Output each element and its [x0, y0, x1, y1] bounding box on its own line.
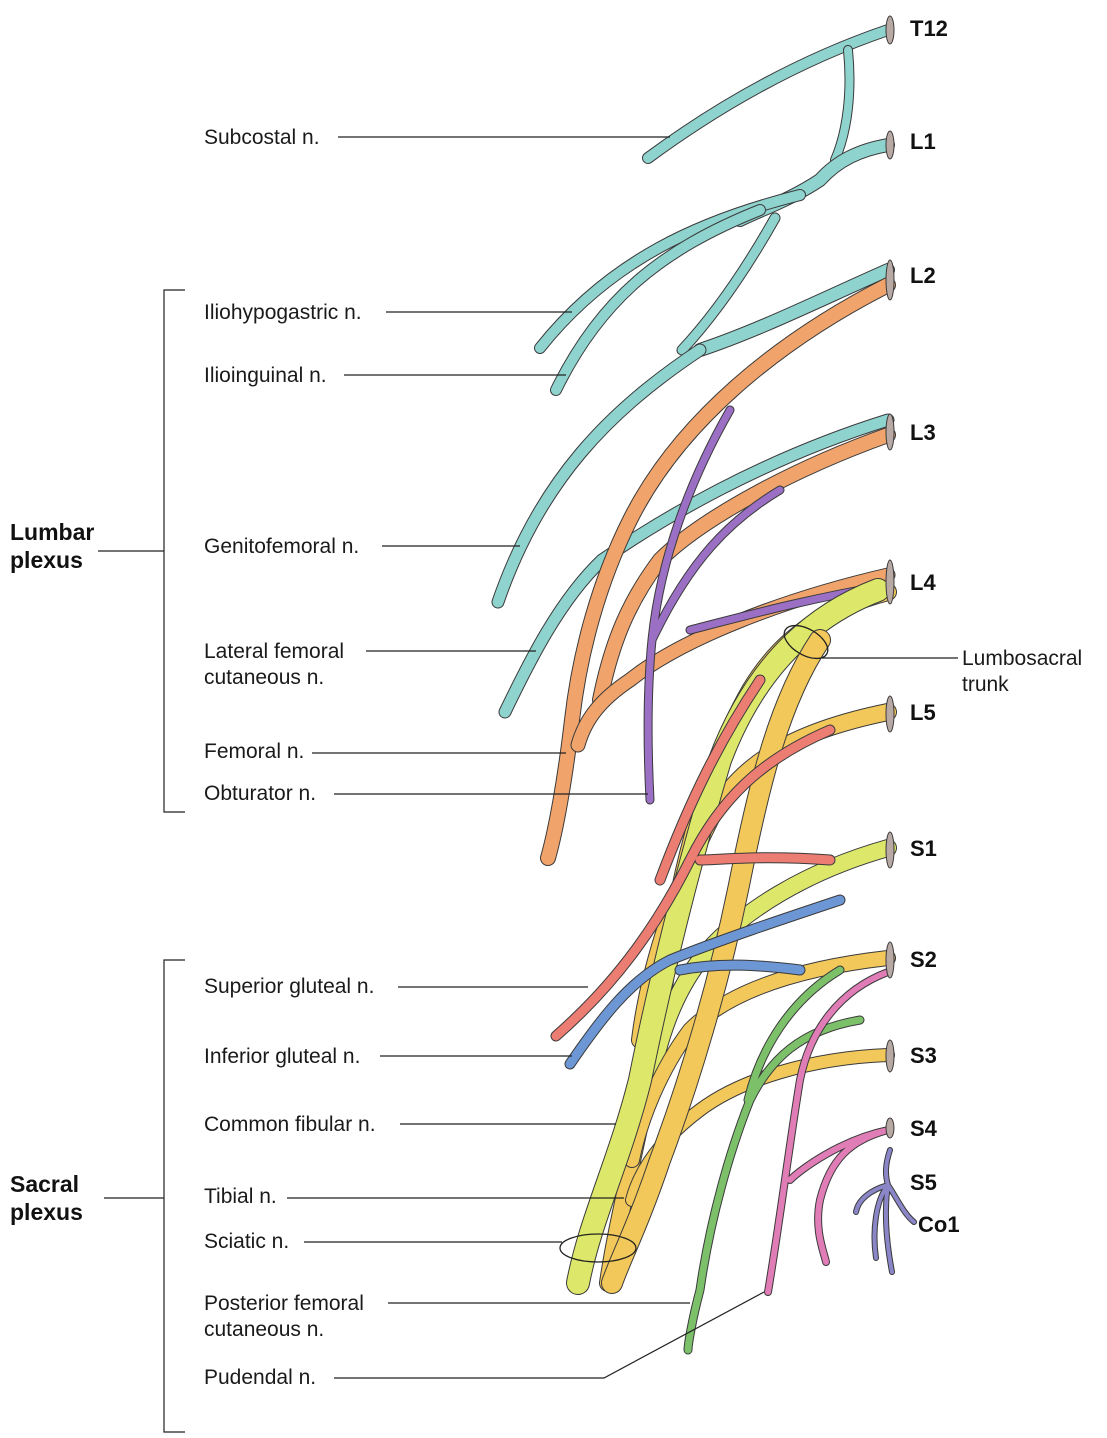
- nerve-labels: Subcostal n. Iliohypogastric n. Ilioingu…: [204, 126, 1082, 1389]
- pudendal-nerve: [765, 969, 891, 1295]
- common-fibular-label: Common fibular n.: [204, 1113, 376, 1136]
- ilioinguinal-nerve: [551, 205, 765, 395]
- superior-gluteal-label: Superior gluteal n.: [204, 975, 374, 998]
- root-s2-label: S2: [910, 947, 937, 972]
- femoral-label: Femoral n.: [204, 740, 304, 763]
- root-l5-stump: [885, 695, 895, 733]
- root-s1-stump: [885, 831, 895, 869]
- t12-l1-connector: [831, 46, 854, 164]
- root-t12-label: T12: [910, 16, 948, 41]
- l2-teal-branch: [694, 264, 894, 356]
- lumbosacral-trunk-label-line1: Lumbosacral: [962, 647, 1082, 670]
- lumbosacral-trunk-ring: [783, 624, 829, 660]
- pudendal-label: Pudendal n.: [204, 1366, 316, 1389]
- root-l4-label: L4: [910, 570, 936, 595]
- nerve-drawing: [491, 24, 917, 1355]
- root-l3-label: L3: [910, 420, 936, 445]
- sacral-plexus-bracket: Sacral plexus: [10, 959, 185, 1433]
- root-co1-label: Co1: [918, 1212, 960, 1237]
- coccygeal-nerve: [854, 1148, 916, 1274]
- subcostal-label: Subcostal n.: [204, 126, 320, 149]
- root-t12-stump: [885, 15, 895, 45]
- root-l4-stump: [885, 559, 895, 605]
- root-s4-stump: [885, 1117, 895, 1139]
- root-s4-label: S4: [910, 1116, 938, 1141]
- s2-root: [625, 951, 895, 1167]
- root-l3-stump: [885, 413, 895, 451]
- lumbar-plexus-label-line1: Lumbar: [10, 519, 94, 545]
- superior-gluteal-nerve: [551, 675, 835, 1041]
- root-s2-stump: [885, 941, 895, 979]
- lumbar-bracket-line: [163, 289, 185, 813]
- inferior-gluteal-label: Inferior gluteal n.: [204, 1045, 360, 1068]
- root-l2-stump: [885, 259, 895, 301]
- pudendal-leader: [334, 1291, 765, 1379]
- root-s1-label: S1: [910, 836, 937, 861]
- root-l1-stump: [885, 130, 895, 160]
- sacral-plexus-label-line1: Sacral: [10, 1171, 79, 1197]
- root-s3-label: S3: [910, 1043, 937, 1068]
- inferior-gluteal-nerve: [565, 895, 845, 1069]
- lumbar-plexus-label-line2: plexus: [10, 547, 83, 573]
- obturator-label: Obturator n.: [204, 782, 316, 805]
- lateral-femoral-cutaneous-label-line2: cutaneous n.: [204, 666, 324, 689]
- lateral-femoral-cutaneous-label-line1: Lateral femoral: [204, 640, 344, 663]
- iliohypogastric-label: Iliohypogastric n.: [204, 301, 362, 324]
- sciatic-label: Sciatic n.: [204, 1230, 289, 1253]
- root-l1-label: L1: [910, 129, 936, 154]
- lumbar-plexus-bracket: Lumbar plexus: [10, 289, 185, 813]
- l1-l2-connector: [677, 213, 780, 355]
- tibial-label: Tibial n.: [204, 1185, 277, 1208]
- posterior-femoral-cutaneous-label-line1: Posterior femoral: [204, 1292, 364, 1315]
- root-l5-label: L5: [910, 700, 936, 725]
- posterior-femoral-cutaneous-nerve: [684, 966, 864, 1354]
- sacral-plexus-label-line2: plexus: [10, 1199, 83, 1225]
- l2-orange-root: [541, 278, 895, 865]
- sacral-bracket-line: [163, 959, 185, 1433]
- common-fibular-nerve: [567, 579, 889, 1294]
- root-l2-label: L2: [910, 263, 936, 288]
- sciatic-ring: [559, 1233, 637, 1263]
- genitofemoral-nerve: [492, 344, 706, 608]
- posterior-femoral-cutaneous-label-line2: cutaneous n.: [204, 1318, 324, 1341]
- root-stumps: [885, 15, 895, 1139]
- lumbosacral-trunk-label-line2: trunk: [962, 673, 1009, 696]
- root-s5-label: S5: [910, 1170, 937, 1195]
- s3-root: [626, 1049, 894, 1206]
- ilioinguinal-label: Ilioinguinal n.: [204, 364, 327, 387]
- tibial-nerve: [602, 630, 830, 1293]
- subcostal-nerve: [643, 25, 893, 163]
- genitofemoral-label: Genitofemoral n.: [204, 535, 359, 558]
- root-s3-stump: [885, 1039, 895, 1073]
- root-labels: T12 L1 L2 L3 L4 L5 S1 S2 S3 S4 S5 Co1: [910, 16, 960, 1237]
